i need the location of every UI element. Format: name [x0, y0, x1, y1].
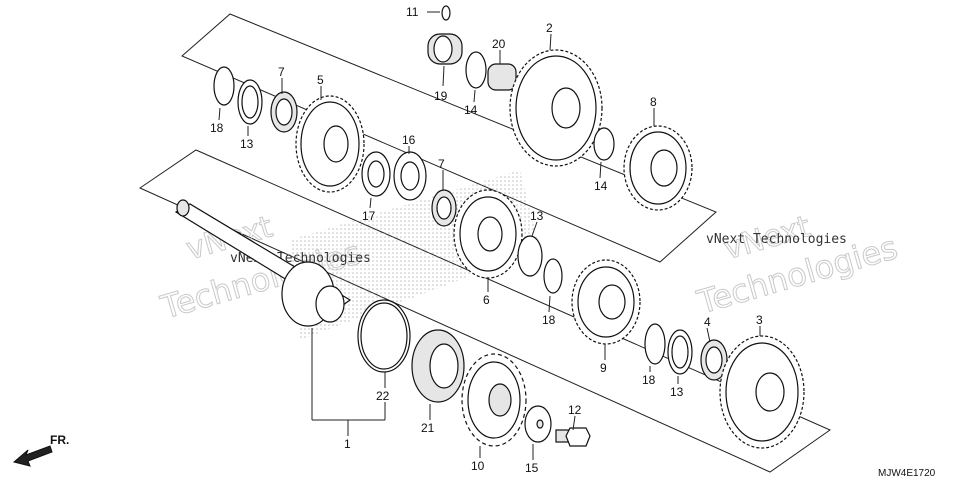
washer-15-hole	[536, 419, 544, 429]
front-direction-arrow-icon	[12, 445, 53, 467]
washer-14-right	[593, 127, 615, 161]
bolt-12-head	[565, 427, 591, 447]
label-7-upper: 7	[278, 65, 285, 79]
snap-ring-18-upper	[213, 66, 235, 106]
needle-bearing-7-upper-bore	[275, 98, 293, 126]
label-1: 1	[344, 437, 351, 451]
drive-sprocket-10-hub	[488, 383, 512, 417]
watermark-large-right: vNext Technologies	[692, 209, 902, 322]
label-19: 19	[434, 89, 448, 103]
label-10: 10	[471, 459, 485, 473]
gear-8-bore	[650, 149, 678, 187]
label-6: 6	[483, 293, 490, 307]
label-18-middle: 18	[542, 313, 556, 327]
label-4: 4	[704, 315, 711, 329]
label-5: 5	[317, 73, 324, 87]
gear-2-bore	[551, 87, 581, 129]
diagram-code: MJW4E1720	[878, 468, 936, 479]
label-22: 22	[376, 389, 390, 403]
label-8: 8	[650, 95, 657, 109]
bushing-4-bore	[705, 346, 723, 374]
leader-lines	[218, 11, 761, 460]
label-18-lower: 18	[642, 373, 656, 387]
bearing-19-bore	[433, 35, 453, 63]
oil-seal-21-bore	[429, 343, 459, 389]
label-13-lower: 13	[670, 385, 684, 399]
o-ring-11	[441, 5, 451, 21]
washer-14-upper	[465, 51, 487, 89]
gear-6-bore	[477, 216, 503, 252]
label-13-middle: 13	[530, 209, 544, 223]
label-17: 17	[362, 209, 376, 223]
watermark-small-right: vNext Technologies	[706, 232, 847, 247]
snap-ring-18-middle	[543, 258, 563, 294]
mainshaft-panel	[138, 149, 832, 473]
label-21: 21	[421, 421, 435, 435]
label-7-middle: 7	[438, 157, 445, 171]
label-16: 16	[402, 133, 416, 147]
label-13-upper: 13	[240, 137, 254, 151]
label-14-right: 14	[594, 179, 608, 193]
o-ring-22-inner	[360, 302, 408, 370]
label-12: 12	[568, 403, 582, 417]
main-shaft-1-journal	[315, 285, 345, 323]
spline-washer-17-inner	[367, 160, 385, 188]
label-2: 2	[546, 21, 553, 35]
direction-label: FR.	[50, 433, 69, 447]
needle-bearing-20	[487, 63, 517, 91]
label-3: 3	[756, 313, 763, 327]
washer-13-lower-inner	[671, 335, 689, 369]
gear-5-bore	[323, 125, 349, 163]
washer-13-middle	[517, 235, 543, 277]
label-18-upper: 18	[210, 121, 224, 135]
label-14-upper: 14	[464, 103, 478, 117]
washer-13-upper-inner	[241, 85, 259, 119]
label-9: 9	[600, 361, 607, 375]
label-20: 20	[492, 37, 506, 51]
main-shaft-1-end	[176, 199, 190, 217]
label-15: 15	[525, 461, 539, 475]
label-11: 11	[406, 5, 419, 19]
gear-9-bore	[598, 284, 626, 320]
snap-ring-18-lower	[644, 323, 666, 365]
lock-washer-16-inner	[400, 161, 420, 191]
needle-bearing-7-middle-bore	[436, 196, 452, 220]
gear-3-bore	[755, 372, 785, 412]
